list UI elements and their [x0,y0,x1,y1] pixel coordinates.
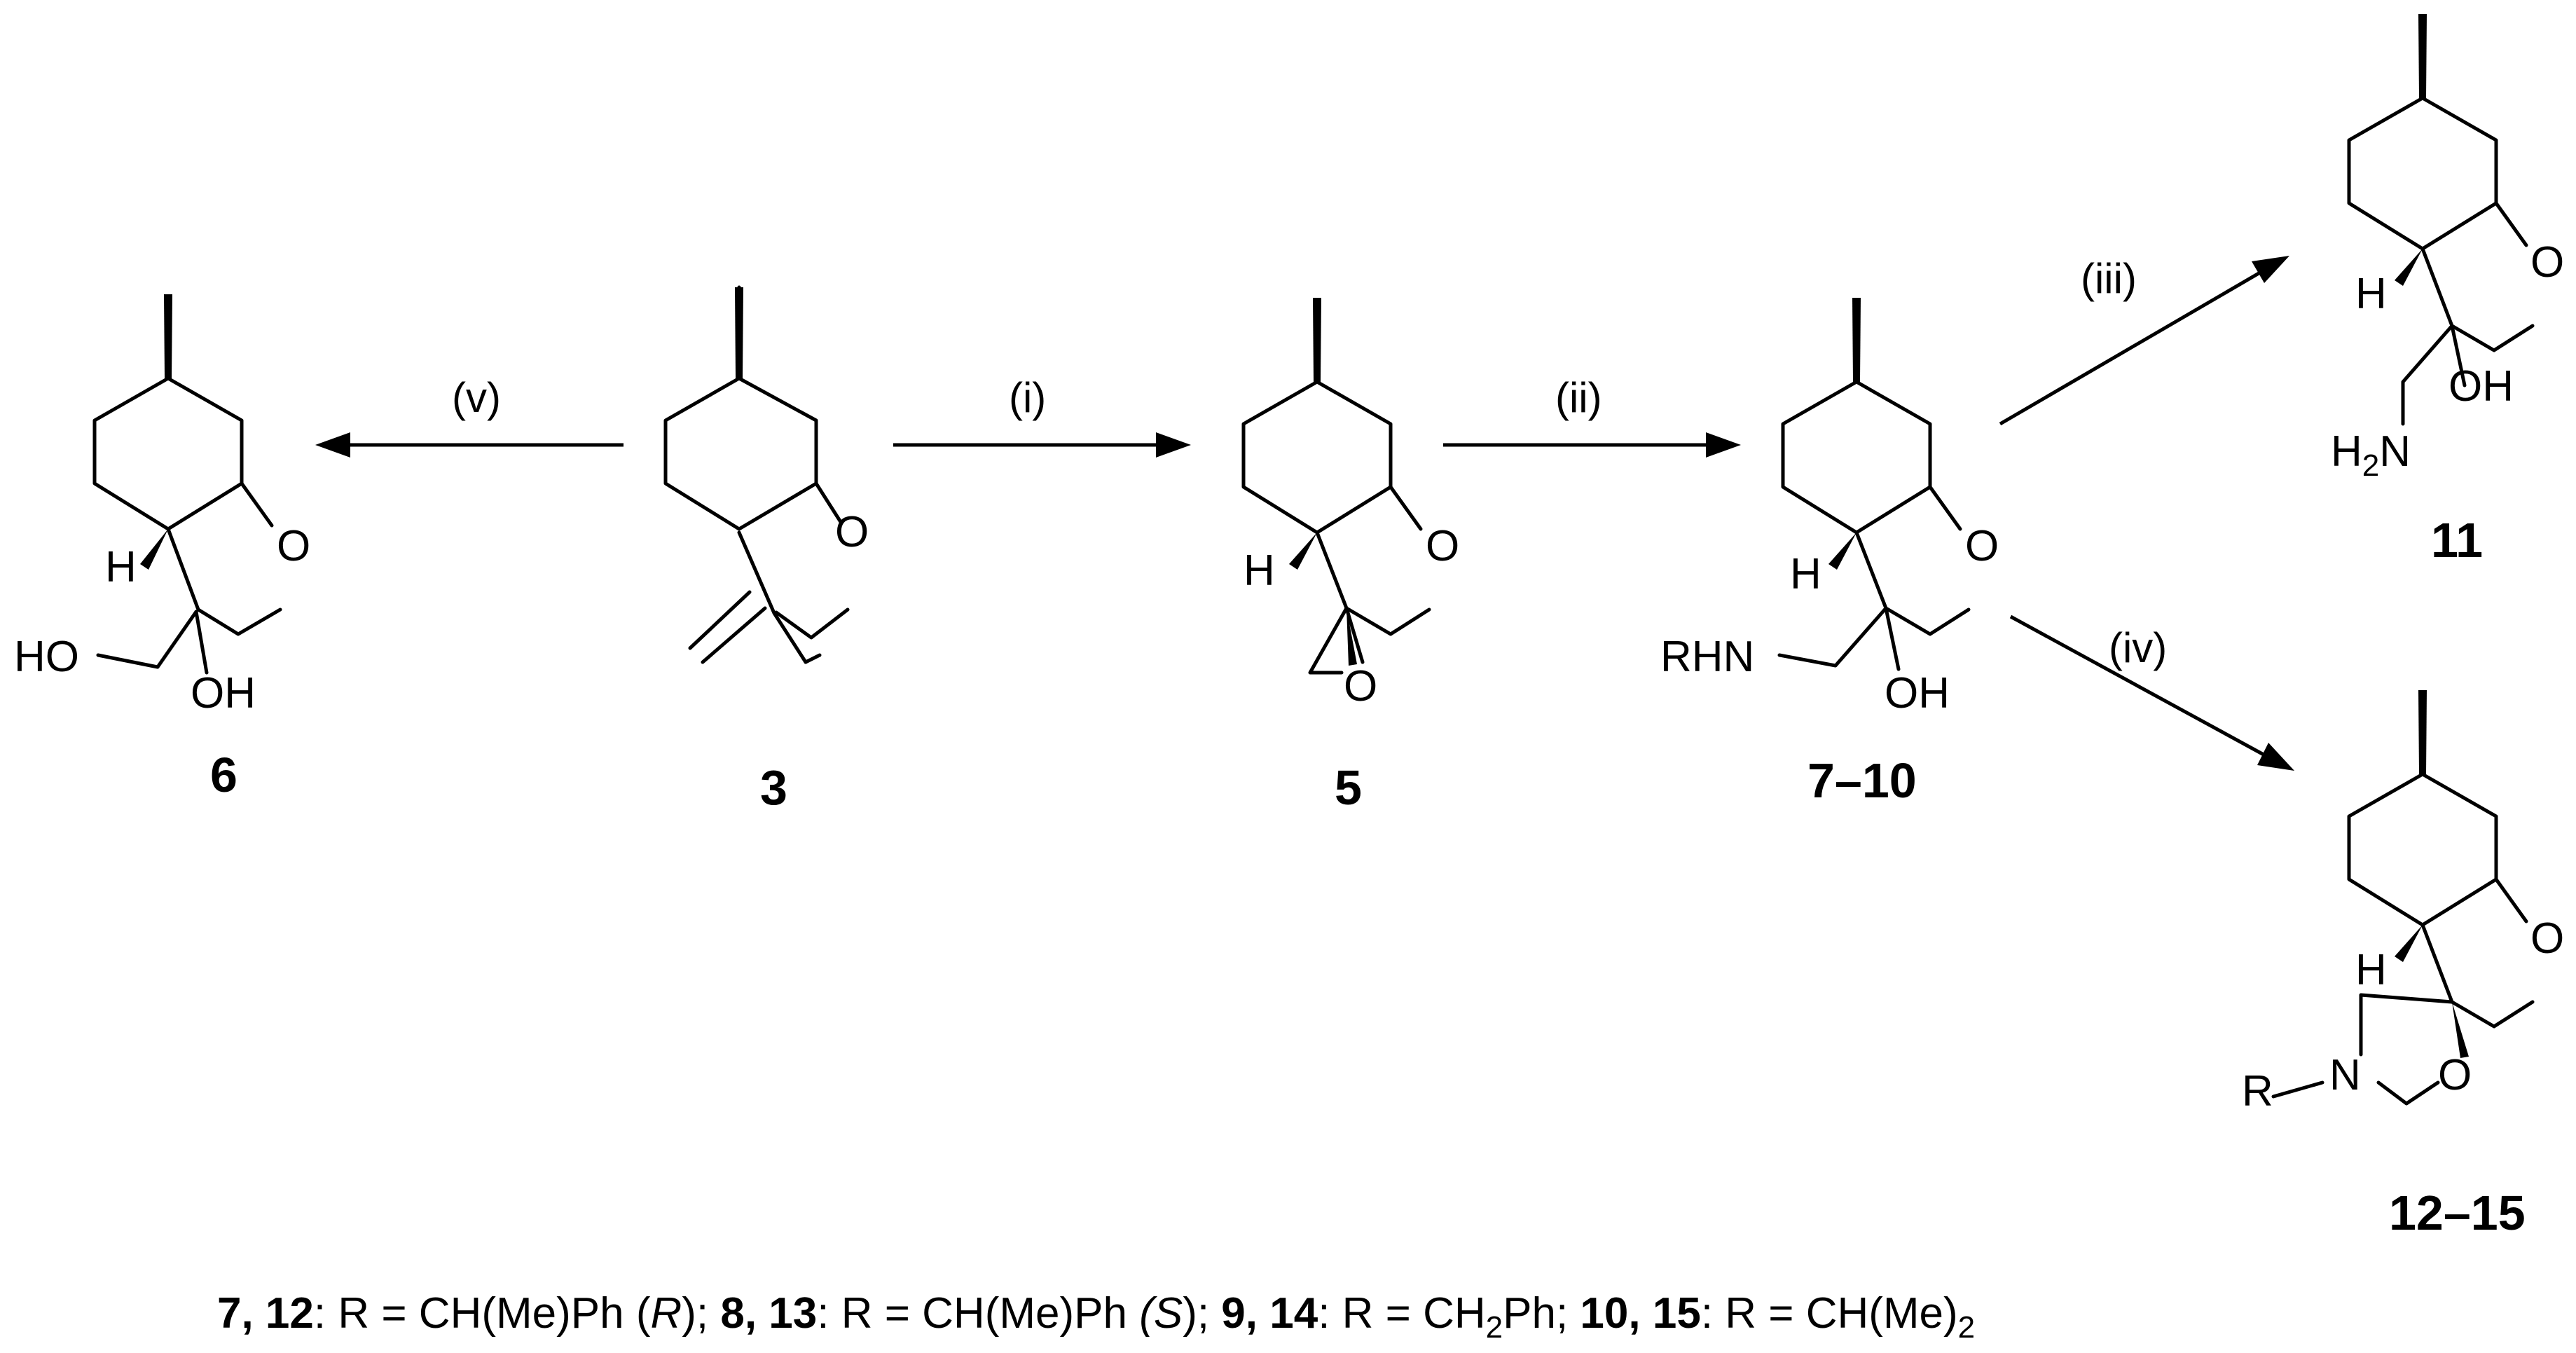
oxygen-atom: O [1426,522,1459,570]
oxygen-atom: O [2438,1051,2472,1099]
oxygen-atom: O [1344,662,1377,710]
compound-label: 7–10 [1807,753,1917,808]
oxygen-atom: O [835,508,869,556]
hydroxyl-group: OH [1885,669,1950,717]
compound-label: 6 [210,748,237,802]
arrow-iii [1999,261,2278,426]
compound-label: 12–15 [2389,1186,2526,1240]
oxygen-atom: O [2530,238,2564,287]
hydrogen-atom: H [1790,550,1821,598]
compound-label: 3 [760,760,787,815]
compound-6: O H HO OH [14,294,310,717]
hydrogen-atom: H [2355,270,2387,318]
compound-labels: 6 3 5 7–10 11 12–15 [210,513,2526,1240]
compound-11: O H OH H2N [2331,14,2564,483]
arrow-i-head [1156,432,1191,458]
arrow-iv [2009,614,2282,766]
hydroxyl-group: OH [2448,362,2514,411]
arrow-ii-head [1706,432,1741,458]
compound-3: O [663,285,869,664]
compound-label: 5 [1335,760,1362,815]
hydrogen-atom: H [2355,946,2387,994]
r-group: R [2242,1067,2273,1115]
compound-5: O O H [1241,298,1459,710]
condition-i: (i) [1009,374,1046,421]
amine-group: RHN [1660,633,1754,681]
arrow-iii-head [2252,256,2289,283]
amine-group: H2N [2331,427,2411,483]
nitrogen-atom: N [2329,1051,2361,1099]
oxygen-atom: O [277,522,310,570]
hydroxyl-group: HO [14,633,79,681]
footnote-legend: 7, 12: R = CH(Me)Ph (R); 8, 13: R = CH(M… [217,1289,1975,1345]
hydroxyl-group: OH [191,669,256,717]
hydrogen-atom: H [105,543,137,591]
compound-12-15: O O H N R [2242,690,2564,1115]
compound-7-10: O H RHN OH [1660,298,1999,717]
reaction-arrows: (v) (i) (ii) (iii) (iv) [315,255,2294,771]
arrow-iv-head [2257,743,2294,771]
oxygen-atom: O [1965,522,1999,570]
condition-v: (v) [452,374,501,421]
condition-iv: (iv) [2109,624,2167,671]
condition-iii: (iii) [2081,255,2137,302]
oxygen-atom: O [2530,914,2564,963]
condition-ii: (ii) [1555,374,1602,421]
arrow-v-head [315,432,350,458]
compound-label: 11 [2431,513,2483,568]
hydrogen-atom: H [1244,547,1275,595]
